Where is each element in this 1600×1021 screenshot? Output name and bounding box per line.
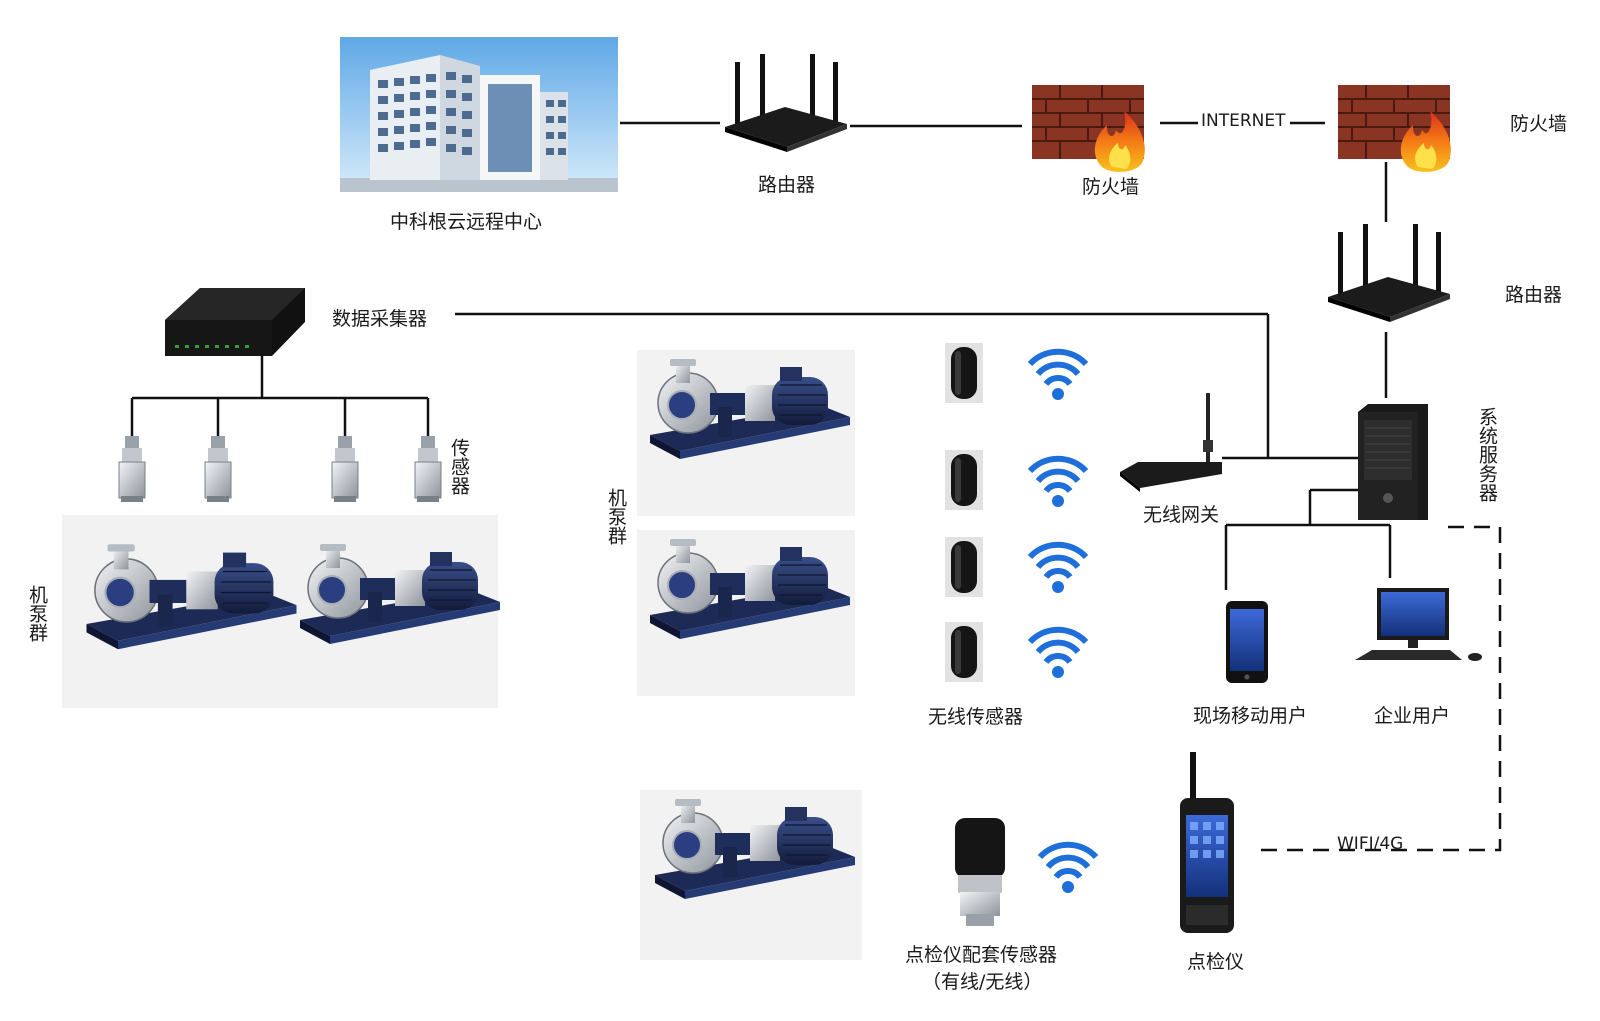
inspector-sensor-icon — [955, 818, 1005, 926]
firewall-mid-label: 防火墙 — [1082, 176, 1140, 198]
desktop-computer-icon — [1355, 588, 1482, 661]
wifi-4g-label: WIFI/4G — [1337, 834, 1404, 854]
data-collector-label: 数据采集器 — [332, 308, 428, 330]
wireless-sensor-icon — [945, 343, 983, 403]
wifi-signal-icon — [1030, 545, 1086, 593]
inspector-sensor-label-line2: （有线/无线） — [922, 971, 1043, 993]
wireless-sensor-icon — [945, 450, 983, 510]
data-collector-box-icon — [165, 288, 305, 356]
pump-group-mid-label: 机泵群 — [605, 488, 627, 545]
server-tower-icon — [1358, 404, 1428, 520]
smartphone-icon — [1226, 601, 1268, 683]
wireless-sensor-icon — [945, 622, 983, 682]
vibration-sensor-icon — [118, 435, 146, 503]
mobile-user-label: 现场移动用户 — [1193, 705, 1308, 727]
system-server-label: 系统服务器 — [1476, 407, 1498, 502]
wireless-sensor-icon — [945, 537, 983, 597]
router-top-label: 路由器 — [758, 174, 816, 196]
wifi-signal-icon — [1040, 845, 1096, 893]
router-right-label: 路由器 — [1505, 284, 1563, 306]
connection-lines — [130, 121, 1392, 590]
wifi-4g-dashed-link — [1255, 525, 1502, 852]
wifi-signal-icon — [1030, 630, 1086, 678]
firewall-right-label: 防火墙 — [1510, 113, 1568, 135]
enterprise-user-label: 企业用户 — [1374, 705, 1451, 727]
wireless-sensor-label: 无线传感器 — [928, 706, 1024, 728]
internet-label: INTERNET — [1201, 111, 1286, 131]
remote-center-label: 中科根云远程中心 — [390, 211, 543, 233]
firewall-icon — [1031, 84, 1146, 173]
router-icon — [1328, 224, 1450, 322]
inspector-sensor-label-line1: 点检仪配套传感器 — [905, 944, 1058, 966]
sensors-label: 传感器 — [448, 438, 470, 495]
wifi-signal-icon — [1030, 459, 1086, 507]
vibration-sensor-icon — [414, 435, 442, 503]
pump-group-left-label: 机泵群 — [26, 585, 48, 642]
vibration-sensor-icon — [204, 435, 232, 503]
wireless-gateway-icon — [1120, 393, 1222, 492]
building-icon — [340, 37, 618, 192]
handheld-inspector-icon — [1180, 752, 1234, 933]
wireless-gateway-label: 无线网关 — [1143, 504, 1220, 526]
wifi-signal-icon — [1030, 352, 1086, 400]
vibration-sensor-icon — [331, 435, 359, 503]
router-icon — [725, 54, 847, 152]
firewall-icon — [1337, 84, 1452, 173]
inspector-label: 点检仪 — [1187, 951, 1245, 973]
